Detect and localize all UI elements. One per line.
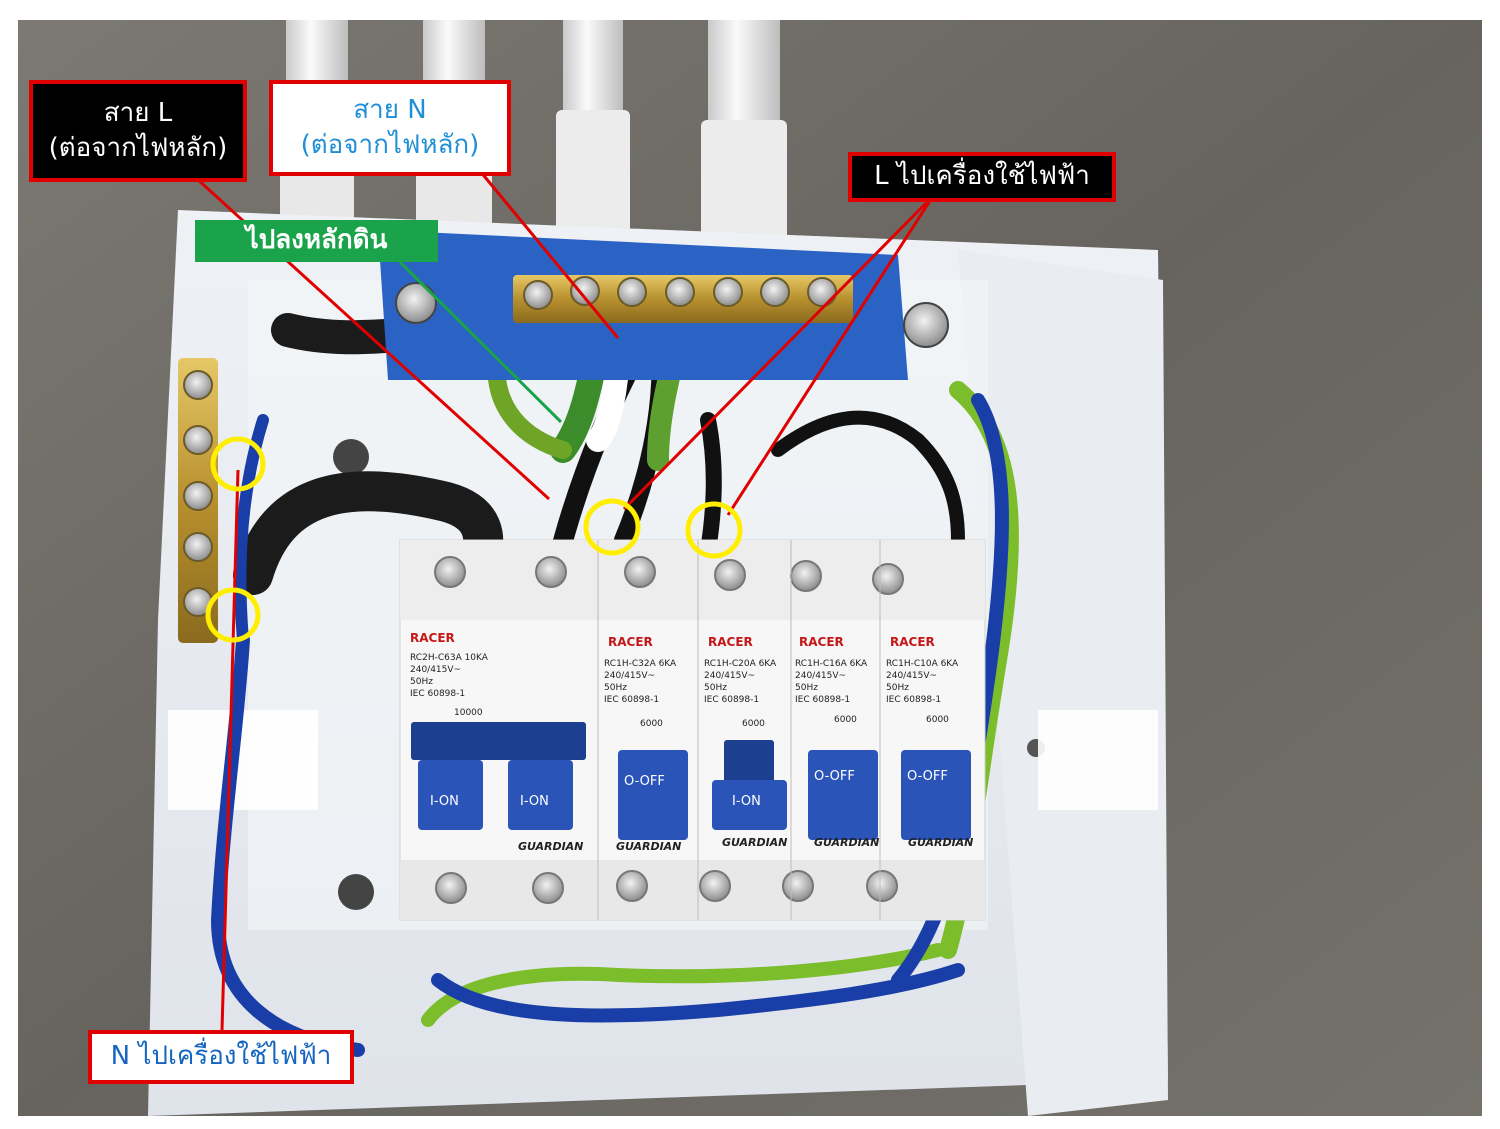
breaker-1-voltage: 240/415V~ — [410, 665, 461, 675]
breaker-3-switch: I-ON — [732, 794, 761, 809]
ground-pointer-line — [398, 260, 563, 424]
highlight-circles — [205, 436, 743, 643]
breaker-3-voltage: 240/415V~ — [704, 671, 755, 681]
breaker-5-switch: O-OFF — [907, 769, 948, 784]
breaker-2-series: GUARDIAN — [616, 840, 681, 853]
breaker-4-voltage: 240/415V~ — [795, 671, 846, 681]
breaker-3-std: IEC 60898-1 — [704, 695, 759, 705]
breaker-5-rating: 6000 — [926, 715, 949, 725]
breaker-1-rating: 10000 — [454, 708, 483, 718]
breaker-3-model: RC1H-C20A 6KA — [704, 659, 777, 669]
label-l-main: สาย L (ต่อจากไฟหลัก) — [29, 80, 247, 182]
consumer-unit-photo: RACER RACER RACER RACER RACER RC2H-C63A … — [18, 20, 1482, 1116]
breaker-1-series: GUARDIAN — [518, 840, 583, 853]
ground-bar — [178, 358, 218, 643]
breaker-4-rating: 6000 — [834, 715, 857, 725]
breaker-3-rating: 6000 — [742, 719, 765, 729]
breaker-5-voltage: 240/415V~ — [886, 671, 937, 681]
breaker-1-std: IEC 60898-1 — [410, 689, 465, 699]
breaker-3-series: GUARDIAN — [722, 836, 787, 849]
breaker-4-switch: O-OFF — [814, 769, 855, 784]
label-ground: ไปลงหลักดิน — [195, 220, 438, 262]
breaker-5-brand: RACER — [890, 635, 935, 649]
photo-illustration: RACER RACER RACER RACER RACER RC2H-C63A … — [18, 20, 1482, 1116]
breaker-4-model: RC1H-C16A 6KA — [795, 659, 868, 669]
breaker-5-freq: 50Hz — [886, 683, 909, 693]
breaker-5-series: GUARDIAN — [908, 836, 973, 849]
breaker-1-switch-1: I-ON — [430, 794, 459, 809]
breaker-2-freq: 50Hz — [604, 683, 627, 693]
breaker-4-brand: RACER — [799, 635, 844, 649]
breaker-5-std: IEC 60898-1 — [886, 695, 941, 705]
breaker-3-freq: 50Hz — [704, 683, 727, 693]
breaker-4-freq: 50Hz — [795, 683, 818, 693]
breaker-1-freq: 50Hz — [410, 677, 433, 687]
breaker-4-series: GUARDIAN — [814, 836, 879, 849]
breaker-2-switch: O-OFF — [624, 774, 665, 789]
breaker-1-switch-2: I-ON — [520, 794, 549, 809]
breaker-row — [399, 539, 986, 921]
breaker-2-std: IEC 60898-1 — [604, 695, 659, 705]
conduit-pipes — [280, 20, 787, 250]
label-n-main: สาย N (ต่อจากไฟหลัก) — [269, 80, 511, 176]
breaker-3-brand: RACER — [708, 635, 753, 649]
breaker-2-rating: 6000 — [640, 719, 663, 729]
breaker-1-brand: RACER — [410, 631, 455, 645]
breaker-1-model: RC2H-C63A 10KA — [410, 653, 489, 663]
breaker-2-voltage: 240/415V~ — [604, 671, 655, 681]
label-l-appliance: L ไปเครื่องใช้ไฟฟ้า — [848, 152, 1116, 202]
breaker-2-model: RC1H-C32A 6KA — [604, 659, 677, 669]
breaker-2-brand: RACER — [608, 635, 653, 649]
neutral-bar — [378, 230, 949, 380]
label-n-appliance: N ไปเครื่องใช้ไฟฟ้า — [88, 1030, 354, 1084]
breaker-5-model: RC1H-C10A 6KA — [886, 659, 959, 669]
breaker-4-std: IEC 60898-1 — [795, 695, 850, 705]
